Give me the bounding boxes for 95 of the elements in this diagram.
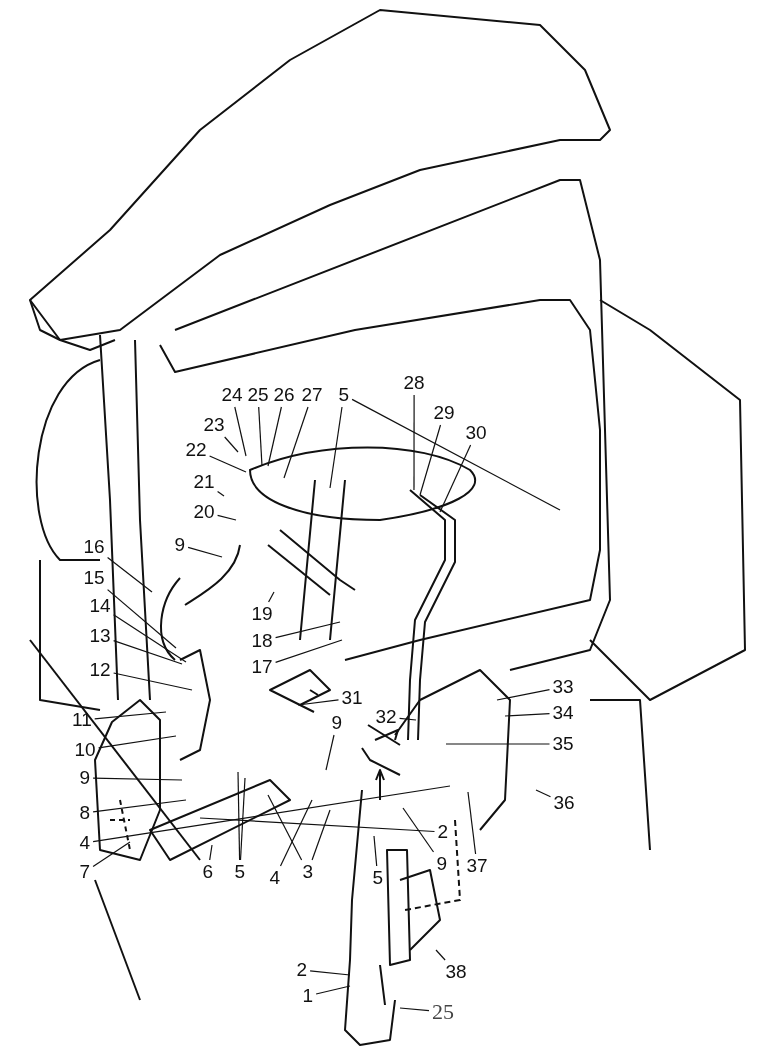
leader-line xyxy=(329,406,343,489)
leader-line xyxy=(399,1007,430,1012)
callout-number: 36 xyxy=(552,793,576,813)
leader-line xyxy=(373,835,378,867)
leader-line xyxy=(267,406,282,467)
callout-number: 2 xyxy=(436,822,450,842)
callout-number: 38 xyxy=(444,962,468,982)
leader-line xyxy=(107,556,153,593)
callout-number: 28 xyxy=(402,373,426,393)
callout-number: 9 xyxy=(435,854,449,874)
callout-number: 19 xyxy=(250,604,274,624)
leader-line xyxy=(234,406,247,457)
leader-line xyxy=(92,785,451,843)
callout-number: 27 xyxy=(300,385,324,405)
leader-line xyxy=(504,713,551,717)
leader-line xyxy=(275,639,343,663)
callout-number: 33 xyxy=(551,677,575,697)
leader-line xyxy=(279,799,313,867)
leader-line xyxy=(297,699,340,706)
leader-line xyxy=(217,514,237,521)
callout-number: 6 xyxy=(201,862,215,882)
leader-line xyxy=(268,591,275,603)
callout-number: 15 xyxy=(82,568,106,588)
callout-number: 24 xyxy=(220,385,244,405)
callout-number: 3 xyxy=(301,862,315,882)
leader-line xyxy=(107,589,177,649)
callout-number: 25 xyxy=(431,1002,455,1022)
leader-line xyxy=(113,614,187,663)
leader-line xyxy=(467,791,477,855)
callout-number: 18 xyxy=(250,631,274,651)
leader-line xyxy=(439,444,472,513)
leader-line xyxy=(309,970,351,976)
leader-line xyxy=(399,717,417,721)
leader-line xyxy=(217,490,225,497)
callout-number: 21 xyxy=(192,472,216,492)
callout-number: 1 xyxy=(301,986,315,1006)
leader-line xyxy=(224,436,239,453)
leader-line xyxy=(275,621,341,639)
leader-line xyxy=(419,424,442,496)
leader-line xyxy=(325,734,335,771)
callout-number: 7 xyxy=(78,862,92,882)
callout-number: 5 xyxy=(233,862,247,882)
callout-number: 5 xyxy=(371,868,385,888)
leader-line xyxy=(92,777,183,781)
leader-line xyxy=(496,689,551,701)
leader-line xyxy=(283,406,309,479)
leader-line xyxy=(239,777,246,861)
callout-number: 25 xyxy=(246,385,270,405)
callout-number: 26 xyxy=(272,385,296,405)
leader-line xyxy=(94,711,167,720)
leader-line xyxy=(237,771,241,861)
callout-number: 4 xyxy=(268,868,282,888)
callout-number: 9 xyxy=(78,768,92,788)
callout-number: 17 xyxy=(250,657,274,677)
callout-number: 22 xyxy=(184,440,208,460)
callout-number: 4 xyxy=(78,833,92,853)
callout-number: 10 xyxy=(73,740,97,760)
leader-line xyxy=(113,672,193,691)
callout-number: 2 xyxy=(295,960,309,980)
leader-line xyxy=(92,799,187,813)
leader-line xyxy=(199,817,436,833)
leader-line xyxy=(267,794,303,861)
callout-number: 31 xyxy=(340,688,364,708)
leader-line xyxy=(413,394,415,491)
callout-number: 13 xyxy=(88,626,112,646)
leader-line xyxy=(535,789,552,798)
callout-number: 29 xyxy=(432,403,456,423)
leader-line xyxy=(351,398,561,511)
leader-line xyxy=(258,406,263,467)
leader-line xyxy=(187,546,223,558)
callout-number: 8 xyxy=(78,803,92,823)
leader-line xyxy=(315,985,351,995)
callout-number: 30 xyxy=(464,423,488,443)
leader-line xyxy=(209,844,213,861)
callout-number: 34 xyxy=(551,703,575,723)
callout-number: 35 xyxy=(551,734,575,754)
leader-line xyxy=(402,807,435,853)
callout-number: 37 xyxy=(465,856,489,876)
leader-line xyxy=(311,809,331,861)
callout-number: 20 xyxy=(192,502,216,522)
callout-number: 9 xyxy=(330,713,344,733)
leader-line xyxy=(92,841,131,868)
callout-number: 12 xyxy=(88,660,112,680)
leader-line xyxy=(209,455,247,473)
leader-line xyxy=(98,735,177,749)
callout-number: 11 xyxy=(71,710,93,730)
leader-line xyxy=(445,743,551,745)
callout-number: 9 xyxy=(173,535,187,555)
leader-line xyxy=(113,640,183,665)
leader-line xyxy=(435,949,446,961)
callout-number: 32 xyxy=(374,707,398,727)
callout-number: 14 xyxy=(88,596,112,616)
callout-number: 5 xyxy=(337,385,351,405)
callout-number: 16 xyxy=(82,537,106,557)
callout-number: 23 xyxy=(202,415,226,435)
